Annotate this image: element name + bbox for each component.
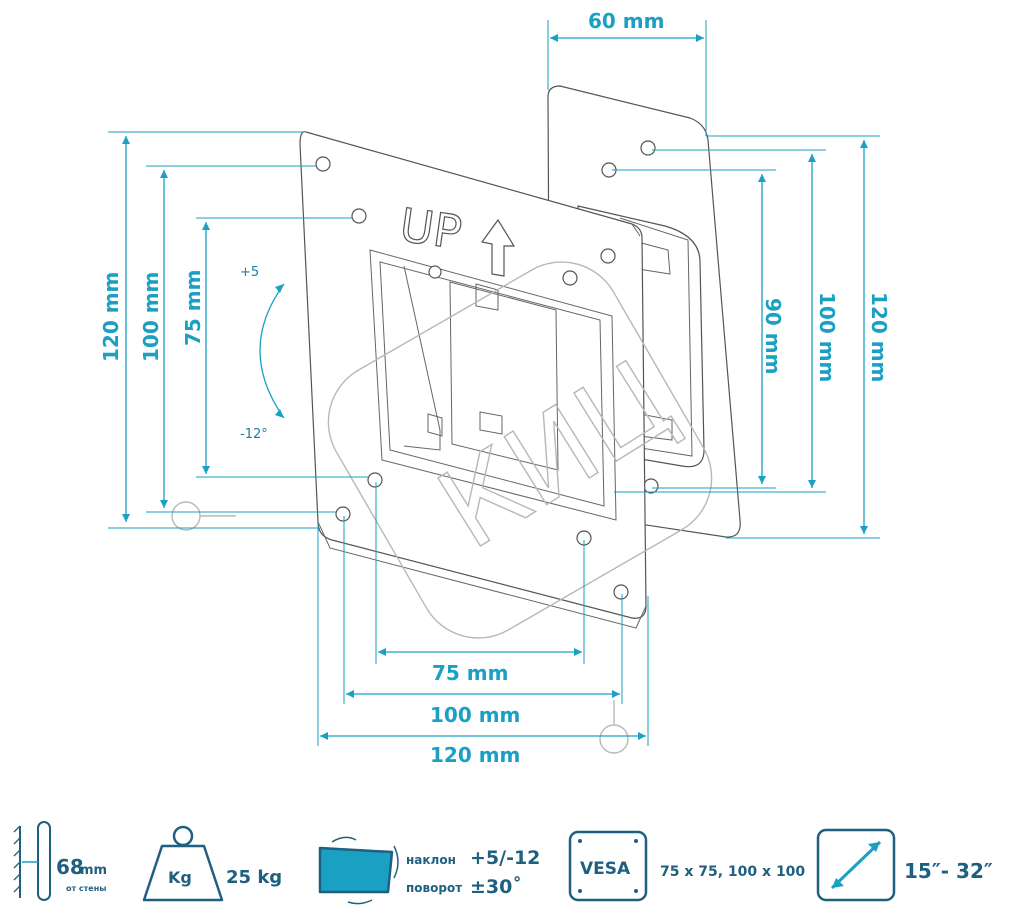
dim-bottom-120: 120 mm: [430, 743, 520, 767]
dim-left-120: 120 mm: [99, 272, 123, 362]
wall-distance-icon: [13, 821, 51, 901]
up-label: UP: [397, 198, 465, 260]
spec-row: 68 mm от стены Kg 25 kg наклон +5/-12 по…: [13, 821, 993, 905]
dim-top-60: 60 mm: [588, 9, 664, 33]
wall-distance-caption: от стены: [66, 884, 106, 893]
weight-icon-label: Kg: [168, 868, 192, 887]
dim-left-100: 100 mm: [139, 272, 163, 362]
tilt-up-value: +5: [240, 265, 259, 280]
dim-bottom-75: 75 mm: [432, 661, 508, 685]
dim-bottom-100: 100 mm: [430, 703, 520, 727]
tilt-swivel-icon: [318, 836, 399, 905]
weight-icon: [142, 825, 224, 902]
tilt-spec-value: +5/-12: [470, 847, 540, 869]
dim-right-120: 120 mm: [867, 292, 891, 382]
vesa-sizes: 75 x 75, 100 x 100: [660, 864, 805, 880]
vesa-icon-label: VESA: [580, 859, 631, 879]
up-arrow-icon: [480, 218, 516, 277]
wall-distance-value: 68: [56, 855, 84, 879]
swivel-label: поворот: [406, 881, 462, 895]
vesa-plate: UP: [299, 131, 647, 629]
tilt-down-value: -12°: [240, 427, 268, 442]
dimension-lines: [108, 20, 880, 746]
load-value: 25 kg: [226, 867, 282, 888]
swivel-spec-value: ±30˚: [470, 875, 522, 898]
dim-left-75: 75 mm: [181, 270, 205, 346]
wall-distance-unit: mm: [80, 863, 107, 878]
screen-size: 15″- 32″: [904, 859, 993, 883]
tilt-label: наклон: [406, 853, 456, 867]
dim-right-90: 90 mm: [761, 298, 785, 374]
screen-diagonal-icon: [816, 828, 896, 902]
vesa-icon: [568, 830, 648, 902]
dim-right-100: 100 mm: [815, 292, 839, 382]
